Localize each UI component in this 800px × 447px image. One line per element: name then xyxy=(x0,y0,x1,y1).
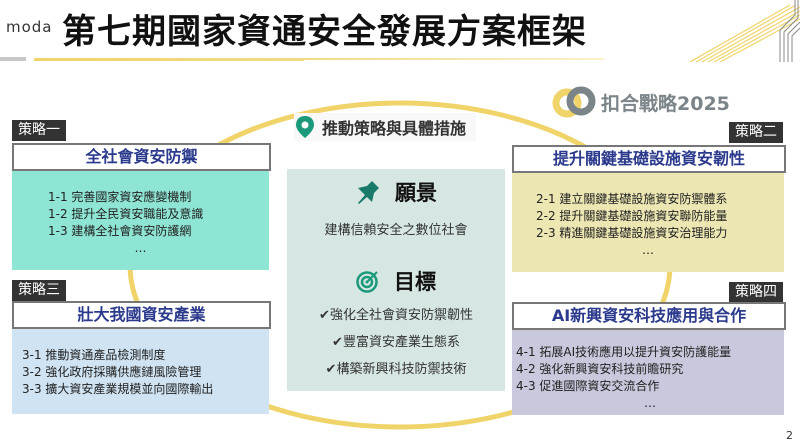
strategy-item: 2-2 提升關鍵基礎設施資安聯防能量 xyxy=(536,209,728,223)
linked-rings-icon xyxy=(552,86,596,118)
title-underline-yellow xyxy=(34,58,304,61)
strategy-2-title: 提升關鍵基礎設施資安韌性 xyxy=(512,145,786,173)
strategy-3-tag: 策略三 xyxy=(12,280,66,301)
strategy-item: 2-1 建立關鍵基礎設施資安防禦體系 xyxy=(536,192,728,206)
center-header: 推動策略與具體措施 xyxy=(294,113,477,141)
strategy-item: 4-1 拓展AI技術應用以提升資安防護能量 xyxy=(516,345,732,359)
strategy-item: 4-3 促進國際資安交流合作 xyxy=(516,379,660,393)
strategy-item: 1-2 提升全民資安職能及意識 xyxy=(48,207,204,221)
center-header-label: 推動策略與具體措施 xyxy=(322,119,467,138)
goals-title-row: 目標 xyxy=(287,266,505,296)
strategy-3-body: 3-1 推動資通產品檢測制度 3-2 強化政府採購供應鏈風險管理 3-3 擴大資… xyxy=(12,329,269,414)
corner-stripes-decoration xyxy=(690,0,800,62)
strategy-1-tag: 策略一 xyxy=(12,120,66,141)
goal-item: ✔構築新興科技防禦技術 xyxy=(325,362,467,377)
strategy-item: 1-3 建構全社會資安防護網 xyxy=(48,224,192,238)
strategy-item: 4-2 強化新興資安科技前瞻研究 xyxy=(516,362,684,376)
strategy-3-title: 壯大我國資安產業 xyxy=(12,301,271,329)
goal-item: ✔強化全社會資安防禦韌性 xyxy=(319,308,473,323)
strategy-4-title: AI新興資安科技應用與合作 xyxy=(512,302,786,330)
more-ellipsis: … xyxy=(642,243,654,257)
synergy-label: 扣合戰略2025 xyxy=(601,92,730,115)
strategy-item: 3-1 推動資通產品檢測制度 xyxy=(22,348,166,362)
strategy-item: 3-2 強化政府採購供應鏈風險管理 xyxy=(22,365,202,379)
strategy-4-tag: 策略四 xyxy=(729,282,783,303)
vision-goals-panel: 願景 建構信賴安全之數位社會 目標 ✔強化全社會資安防禦韌性 ✔豐富資安產業生態… xyxy=(287,169,505,391)
page-number: 2 xyxy=(786,429,793,442)
strategy-2-tag: 策略二 xyxy=(729,122,783,143)
map-pin-icon xyxy=(296,116,314,138)
page-title: 第七期國家資通安全發展方案框架 xyxy=(62,12,587,52)
strategy-item: 1-1 完善國家資安應變機制 xyxy=(48,190,192,204)
title-underline-fade xyxy=(304,58,604,60)
pushpin-icon xyxy=(358,181,379,204)
synergy-badge: 扣合戰略2025 xyxy=(551,83,730,121)
goal-item: ✔豐富資安產業生態系 xyxy=(332,335,460,350)
more-ellipsis: … xyxy=(644,396,656,410)
strategy-1-title: 全社會資安防禦 xyxy=(12,143,271,171)
vision-title: 願景 xyxy=(395,181,437,205)
target-icon xyxy=(356,271,378,293)
vision-text: 建構信賴安全之數位社會 xyxy=(324,223,468,238)
vision-title-row: 願景 xyxy=(287,177,505,207)
more-ellipsis: … xyxy=(134,241,147,255)
strategy-item: 2-3 精進關鍵基礎設施資安治理能力 xyxy=(536,226,728,240)
goals-title: 目標 xyxy=(394,270,436,294)
title-underline-gray xyxy=(0,57,26,61)
moda-logo: moda xyxy=(6,18,53,36)
strategy-4-body: 4-1 拓展AI技術應用以提升資安防護能量 4-2 強化新興資安科技前瞻研究 4… xyxy=(512,330,784,415)
strategy-item: 3-3 擴大資安產業規模並向國際輸出 xyxy=(22,382,214,396)
strategy-1-body: 1-1 完善國家資安應變機制 1-2 提升全民資安職能及意識 1-3 建構全社會… xyxy=(12,171,269,270)
strategy-2-body: 2-1 建立關鍵基礎設施資安防禦體系 2-2 提升關鍵基礎設施資安聯防能量 2-… xyxy=(512,173,784,272)
